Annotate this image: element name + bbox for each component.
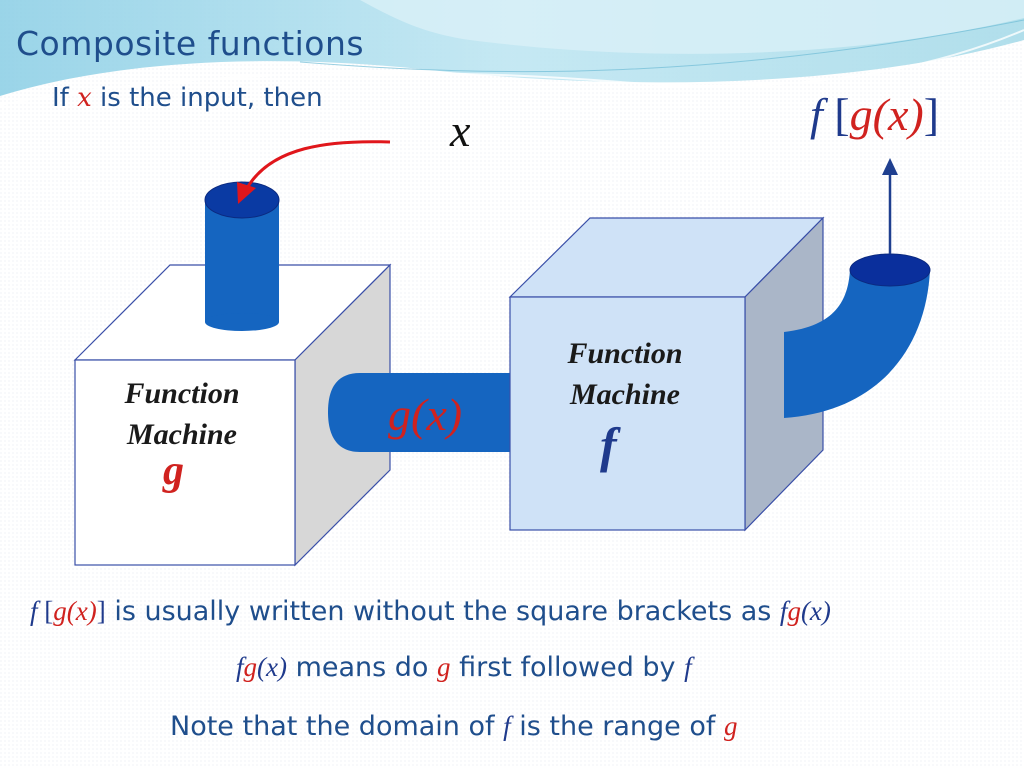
output-pipe-opening: [849, 253, 931, 287]
note-line-2: fg(x) means do g first followed by f: [236, 652, 692, 683]
output-label: f [g(x)]: [810, 92, 939, 138]
subtitle-pre: If: [52, 83, 78, 113]
note1-text: is usually written without the square br…: [105, 596, 780, 627]
note1-g2: g: [787, 596, 801, 626]
note2-f2: f: [684, 652, 692, 682]
machine-f-line1: Function: [567, 337, 683, 370]
output-close: ]: [923, 89, 940, 140]
note2-f: f: [236, 652, 244, 682]
note2-g: g: [243, 652, 258, 682]
note2-text1: means do: [286, 652, 438, 683]
machine-f-label: Function Machine: [510, 333, 740, 415]
note3-g: g: [723, 711, 738, 741]
machine-g-label: Function Machine: [75, 373, 289, 455]
subtitle-var: x: [77, 83, 92, 113]
machine-g-line2: Machine: [126, 418, 237, 451]
note1-x2: (x): [800, 596, 831, 626]
note2-text2: first followed by: [450, 652, 685, 683]
cube-g-front: [74, 359, 296, 566]
note1-f2: f: [779, 596, 788, 626]
input-pipe-body: [205, 200, 279, 322]
output-close-paren: ): [908, 89, 924, 140]
output-f: f: [810, 89, 823, 140]
pipe-label: g(x): [388, 389, 463, 440]
output-open: [: [822, 89, 850, 140]
cube-f-front: [509, 296, 746, 531]
note-line-1: f [g(x)] is usually written without the …: [30, 596, 831, 627]
output-pipe: [784, 270, 930, 418]
connector-pipe: [328, 373, 510, 452]
note1-gx: g(x): [53, 596, 97, 626]
note-line-3: Note that the domain of f is the range o…: [170, 711, 737, 742]
input-arrow: [244, 140, 391, 191]
output-arrow-head: [882, 158, 898, 175]
header-swoosh-light: [360, 0, 1024, 54]
note2-x: (x): [257, 652, 287, 682]
note3-text2: is the range of: [510, 711, 724, 742]
input-arrow-head: [237, 182, 256, 204]
machine-g-letter: g: [163, 448, 184, 494]
machine-g-line1: Function: [124, 377, 240, 410]
note3-f: f: [503, 711, 511, 741]
header-swoosh-line: [0, 29, 1024, 106]
slide-title: Composite functions: [16, 24, 365, 63]
machine-f-letter: f: [600, 417, 617, 473]
note1-close: ]: [96, 596, 106, 626]
note2-g2: g: [437, 652, 451, 682]
note1-open: [: [37, 596, 54, 626]
machine-f-line2: Machine: [569, 378, 680, 411]
output-x: x: [887, 89, 909, 140]
output-g: g(: [849, 89, 888, 140]
header-swoosh-line-2: [299, 19, 1024, 73]
input-label: x: [450, 105, 471, 156]
note3-text1: Note that the domain of: [170, 711, 504, 742]
note1-f: f: [30, 596, 38, 626]
subtitle-post: is the input, then: [91, 83, 323, 113]
slide-subtitle: If x is the input, then: [52, 83, 323, 113]
input-pipe-bottom: [205, 313, 279, 331]
